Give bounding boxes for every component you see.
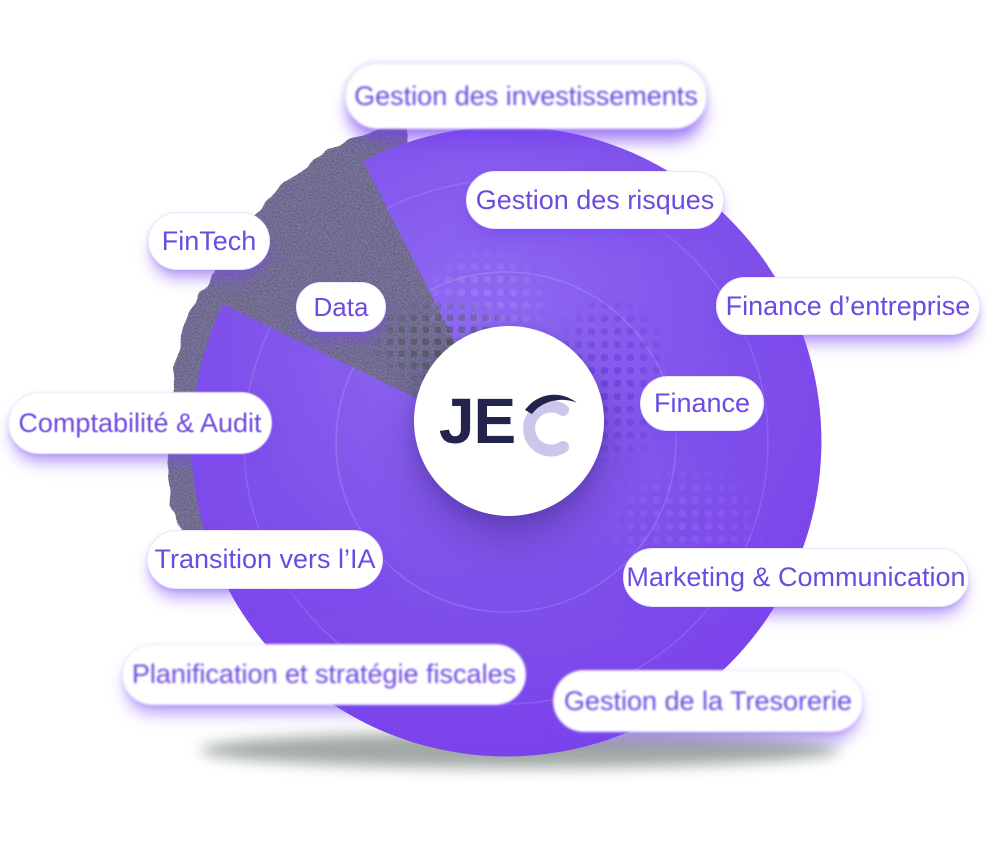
jec-logo-circle: JE [414, 326, 604, 516]
logo-c-icon [523, 394, 578, 457]
pill-finance[interactable]: Finance [640, 376, 764, 431]
pill-gestion-des-risques[interactable]: Gestion des risques [466, 171, 724, 229]
pill-gestion-tresorerie[interactable]: Gestion de la Tresorerie [553, 670, 863, 732]
pill-comptabilite-audit[interactable]: Comptabilité & Audit [8, 392, 272, 454]
pill-finance-entreprise[interactable]: Finance d’entreprise [716, 277, 980, 335]
pill-gestion-des-investissements[interactable]: Gestion des investissements [345, 63, 707, 129]
jec-logo: JE [439, 382, 579, 460]
pill-planification-strategie-fiscales[interactable]: Planification et stratégie fiscales [122, 644, 526, 705]
logo-je-text: JE [438, 385, 516, 457]
pill-fintech[interactable]: FinTech [148, 212, 270, 270]
pill-transition-ia[interactable]: Transition vers l’IA [147, 530, 383, 589]
pill-marketing-communication[interactable]: Marketing & Communication [623, 548, 969, 607]
pill-data[interactable]: Data [296, 282, 386, 332]
